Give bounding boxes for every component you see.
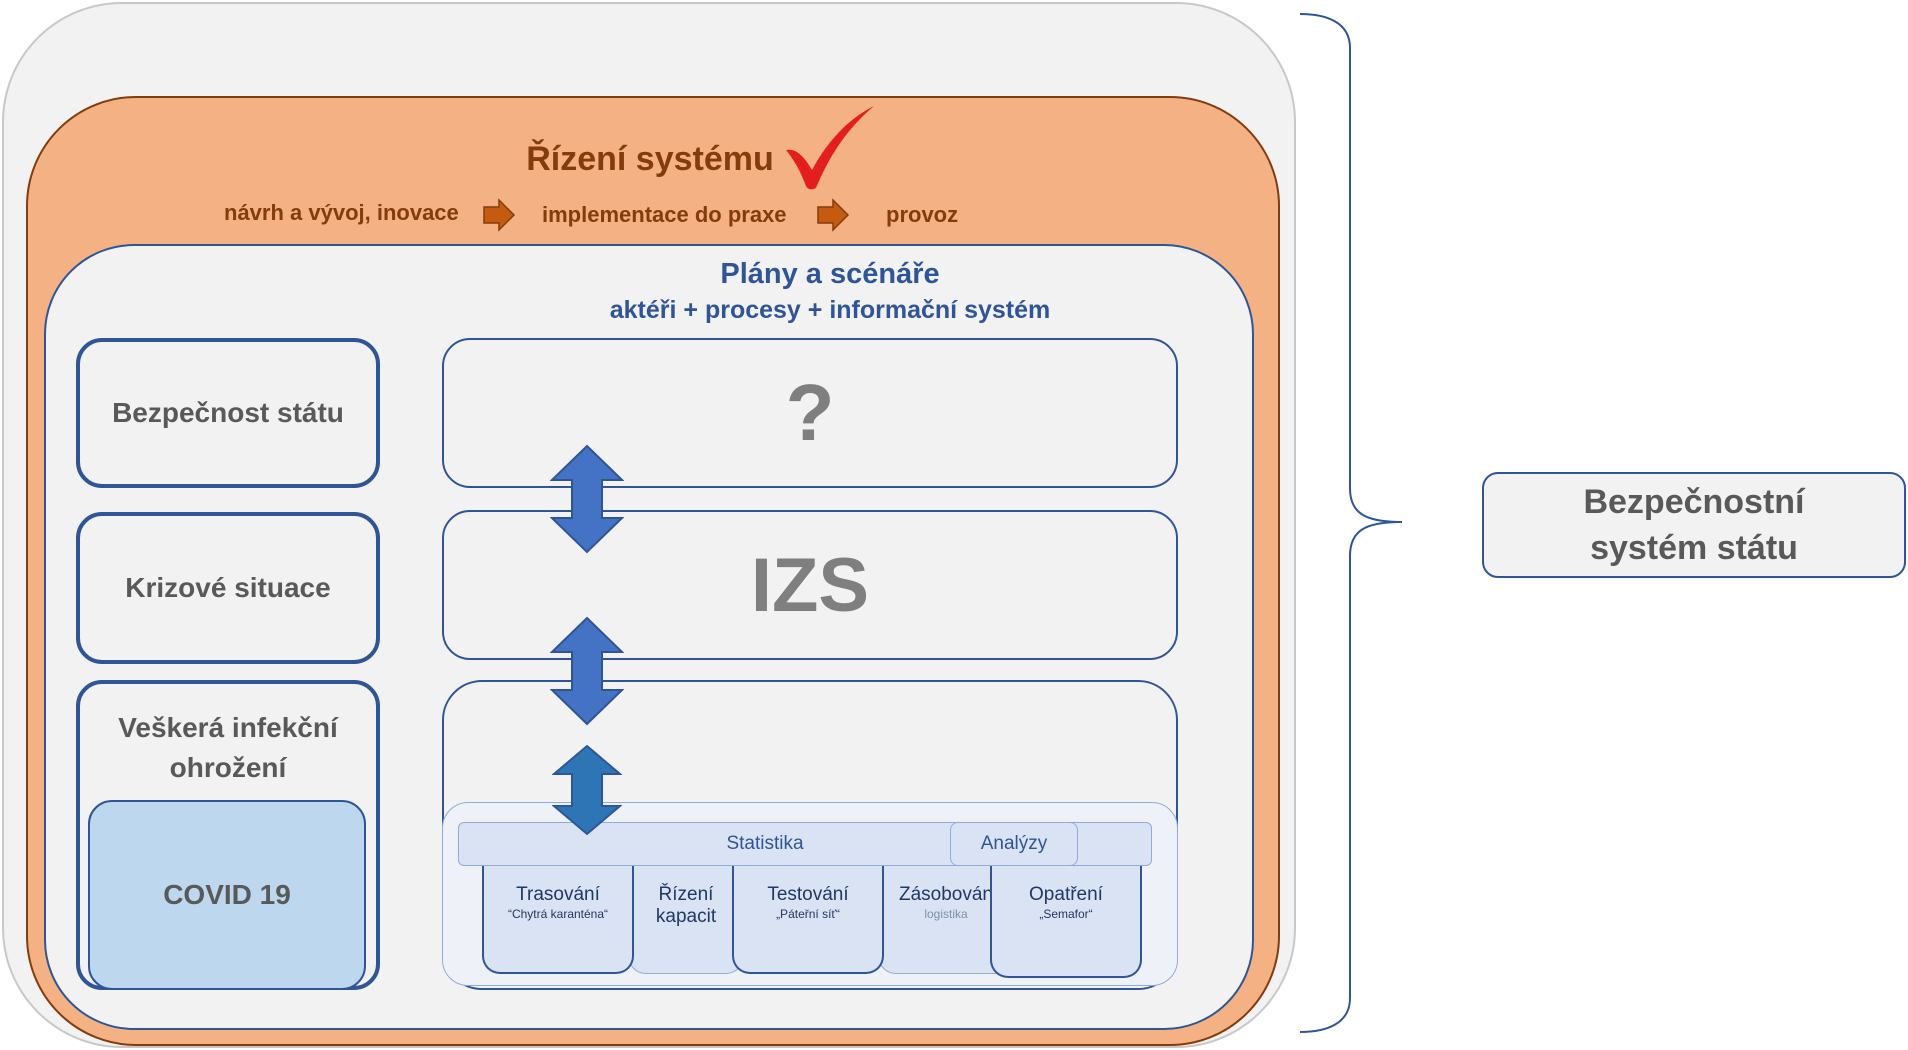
- module-capacity: Řízení kapacit: [628, 866, 744, 974]
- level-label: Bezpečnost státu: [112, 397, 344, 428]
- module-title: Zásobován: [898, 884, 993, 905]
- module-subtitle: „Páteřní síť“: [776, 907, 840, 921]
- side-label: Bezpečnostní systém státu: [1482, 472, 1906, 578]
- double-arrow-vertical-icon: [552, 744, 622, 836]
- level-label: Krizové situace: [125, 572, 331, 603]
- module-tracing: Trasování “Chytrá karanténa“: [482, 866, 634, 974]
- check-mark-icon: [786, 106, 874, 190]
- level-label: Veškerá infekční ohrožení: [118, 712, 338, 783]
- analyses-label: Analýzy: [980, 833, 1048, 854]
- arrow-right-icon: [817, 198, 850, 232]
- analyses-box: Analýzy: [950, 822, 1078, 866]
- module-subtitle: „Semafor“: [1039, 907, 1093, 921]
- module-title: Testování: [767, 884, 849, 905]
- covid-label: COVID 19: [163, 879, 291, 910]
- module-measures: Opatření „Semafor“: [990, 866, 1142, 978]
- double-arrow-vertical-icon: [550, 616, 624, 726]
- level-unknown-label: ?: [785, 368, 835, 457]
- step-operation: provoz: [886, 202, 959, 227]
- step-design: návrh a vývoj, inovace: [224, 200, 459, 225]
- curly-brace-icon: [1299, 13, 1403, 1033]
- covid-box: COVID 19: [88, 800, 366, 990]
- module-title: Trasování: [516, 884, 600, 905]
- level-crisis-situations: Krizové situace: [76, 512, 380, 664]
- level-state-security: Bezpečnost státu: [76, 338, 380, 488]
- management-title: Řízení systému: [526, 140, 774, 178]
- plans-subtitle: aktéři + procesy + informační systém: [609, 296, 1051, 324]
- level-unknown: ?: [442, 338, 1178, 488]
- step-implementation: implementace do praxe: [542, 202, 787, 227]
- module-title: Řízení kapacit: [655, 884, 717, 927]
- level-izs: IZS: [442, 510, 1178, 660]
- arrow-right-icon: [483, 198, 516, 232]
- module-title: Opatření: [1029, 884, 1103, 905]
- double-arrow-vertical-icon: [550, 444, 624, 554]
- statistics-label: Statistika: [726, 833, 804, 854]
- plans-title: Plány a scénáře: [720, 258, 940, 290]
- module-subtitle: logistika: [924, 907, 968, 921]
- module-testing: Testování „Páteřní síť“: [732, 866, 884, 974]
- level-izs-label: IZS: [750, 542, 870, 628]
- module-subtitle: “Chytrá karanténa“: [507, 907, 609, 921]
- side-label-text: Bezpečnostní systém státu: [1583, 483, 1805, 567]
